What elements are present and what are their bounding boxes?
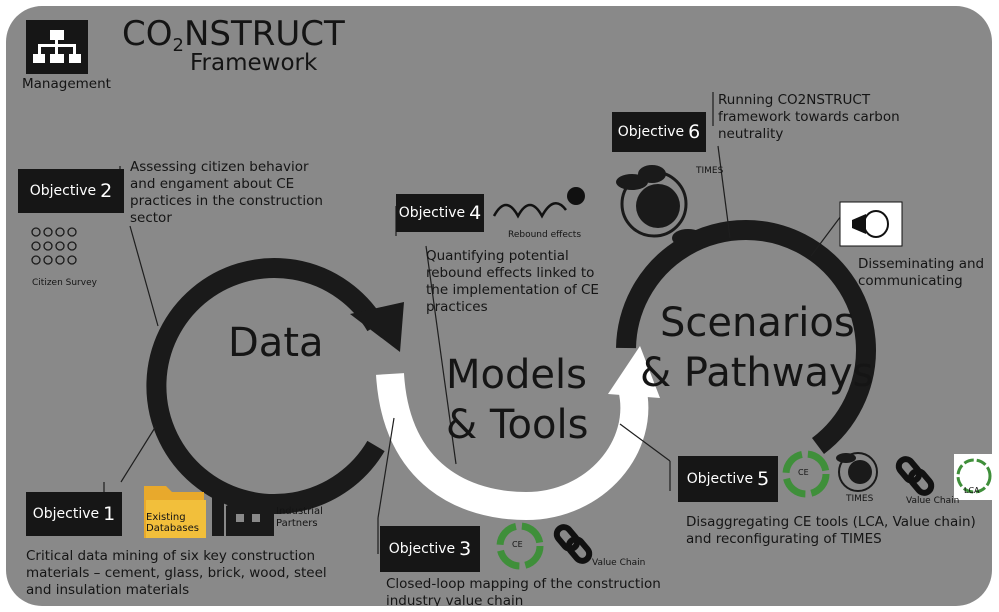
logo-o: O xyxy=(145,14,173,54)
citizen-survey-icon xyxy=(31,227,77,265)
ce-label-3: CE xyxy=(512,540,523,549)
globe-icon-6 xyxy=(616,165,704,247)
models-stage-label-line1: Models xyxy=(446,352,587,398)
objective-5-text: Disaggregating CE tools (LCA, Value chai… xyxy=(686,514,976,547)
globe-icon-5 xyxy=(836,452,878,492)
ce-label-5: CE xyxy=(798,468,809,477)
objective-number: 2 xyxy=(100,180,113,202)
objective-number: 6 xyxy=(688,121,701,143)
megaphone-icon xyxy=(839,201,903,247)
folder-icon xyxy=(144,486,206,538)
logo-c: C xyxy=(122,14,146,54)
rebound-effects-label: Rebound effects xyxy=(508,230,582,240)
citizen-survey-label: Citizen Survey xyxy=(32,278,97,288)
data-cycle-arrow xyxy=(146,258,385,514)
objective-word: Objective xyxy=(617,124,685,140)
objective-word: Objective xyxy=(29,183,97,199)
framework-subtitle: Framework xyxy=(190,50,318,76)
logo-subscript: 2 xyxy=(172,35,184,56)
value-chain-label-5: Value Chain xyxy=(906,496,960,506)
objective-number: 1 xyxy=(103,503,116,525)
objective-word: Objective xyxy=(32,506,100,522)
data-arrowhead xyxy=(350,302,404,352)
times-label-5: TIMES xyxy=(846,494,874,504)
objective-number: 5 xyxy=(757,468,770,490)
objective-word: Objective xyxy=(398,205,466,221)
management-label: Management xyxy=(22,76,111,92)
logo-rest: NSTRUCT xyxy=(183,14,345,54)
logo-wordmark: CO2NSTRUCT xyxy=(122,14,345,66)
rebound-effects-icon xyxy=(492,187,585,219)
value-chain-icon-3 xyxy=(553,524,593,564)
ce-cycle-icon-5 xyxy=(782,450,830,498)
lca-icon xyxy=(954,454,992,500)
connector-lines xyxy=(103,92,842,554)
framework-board: CO2NSTRUCT Framework Management Objectiv… xyxy=(6,6,992,606)
factory-icon xyxy=(212,484,274,536)
models-cycle-arrow xyxy=(376,372,649,521)
scenarios-stage-label-line1: Scenarios xyxy=(660,300,855,346)
lca-label: LCA xyxy=(964,486,980,495)
models-arrowhead xyxy=(608,346,660,398)
diagram-graphics xyxy=(26,20,992,570)
management-icon xyxy=(26,20,88,74)
data-stage-label: Data xyxy=(228,320,324,366)
value-chain-icon-5 xyxy=(895,456,935,496)
ce-cycle-icon-3 xyxy=(496,522,544,570)
value-chain-label-3: Value Chain xyxy=(592,558,646,568)
objective-word: Objective xyxy=(388,541,456,557)
objective-number: 4 xyxy=(469,202,482,224)
models-stage-label-line2: & Tools xyxy=(446,402,589,448)
scenarios-cycle-arrow xyxy=(616,220,876,454)
objective-word: Objective xyxy=(686,471,754,487)
objective-1-text: Critical data mining of six key construc… xyxy=(26,548,327,598)
scenarios-stage-label-line2: & Pathways xyxy=(640,350,874,396)
objective-number: 3 xyxy=(459,538,472,560)
times-label-6: TIMES xyxy=(696,166,724,176)
